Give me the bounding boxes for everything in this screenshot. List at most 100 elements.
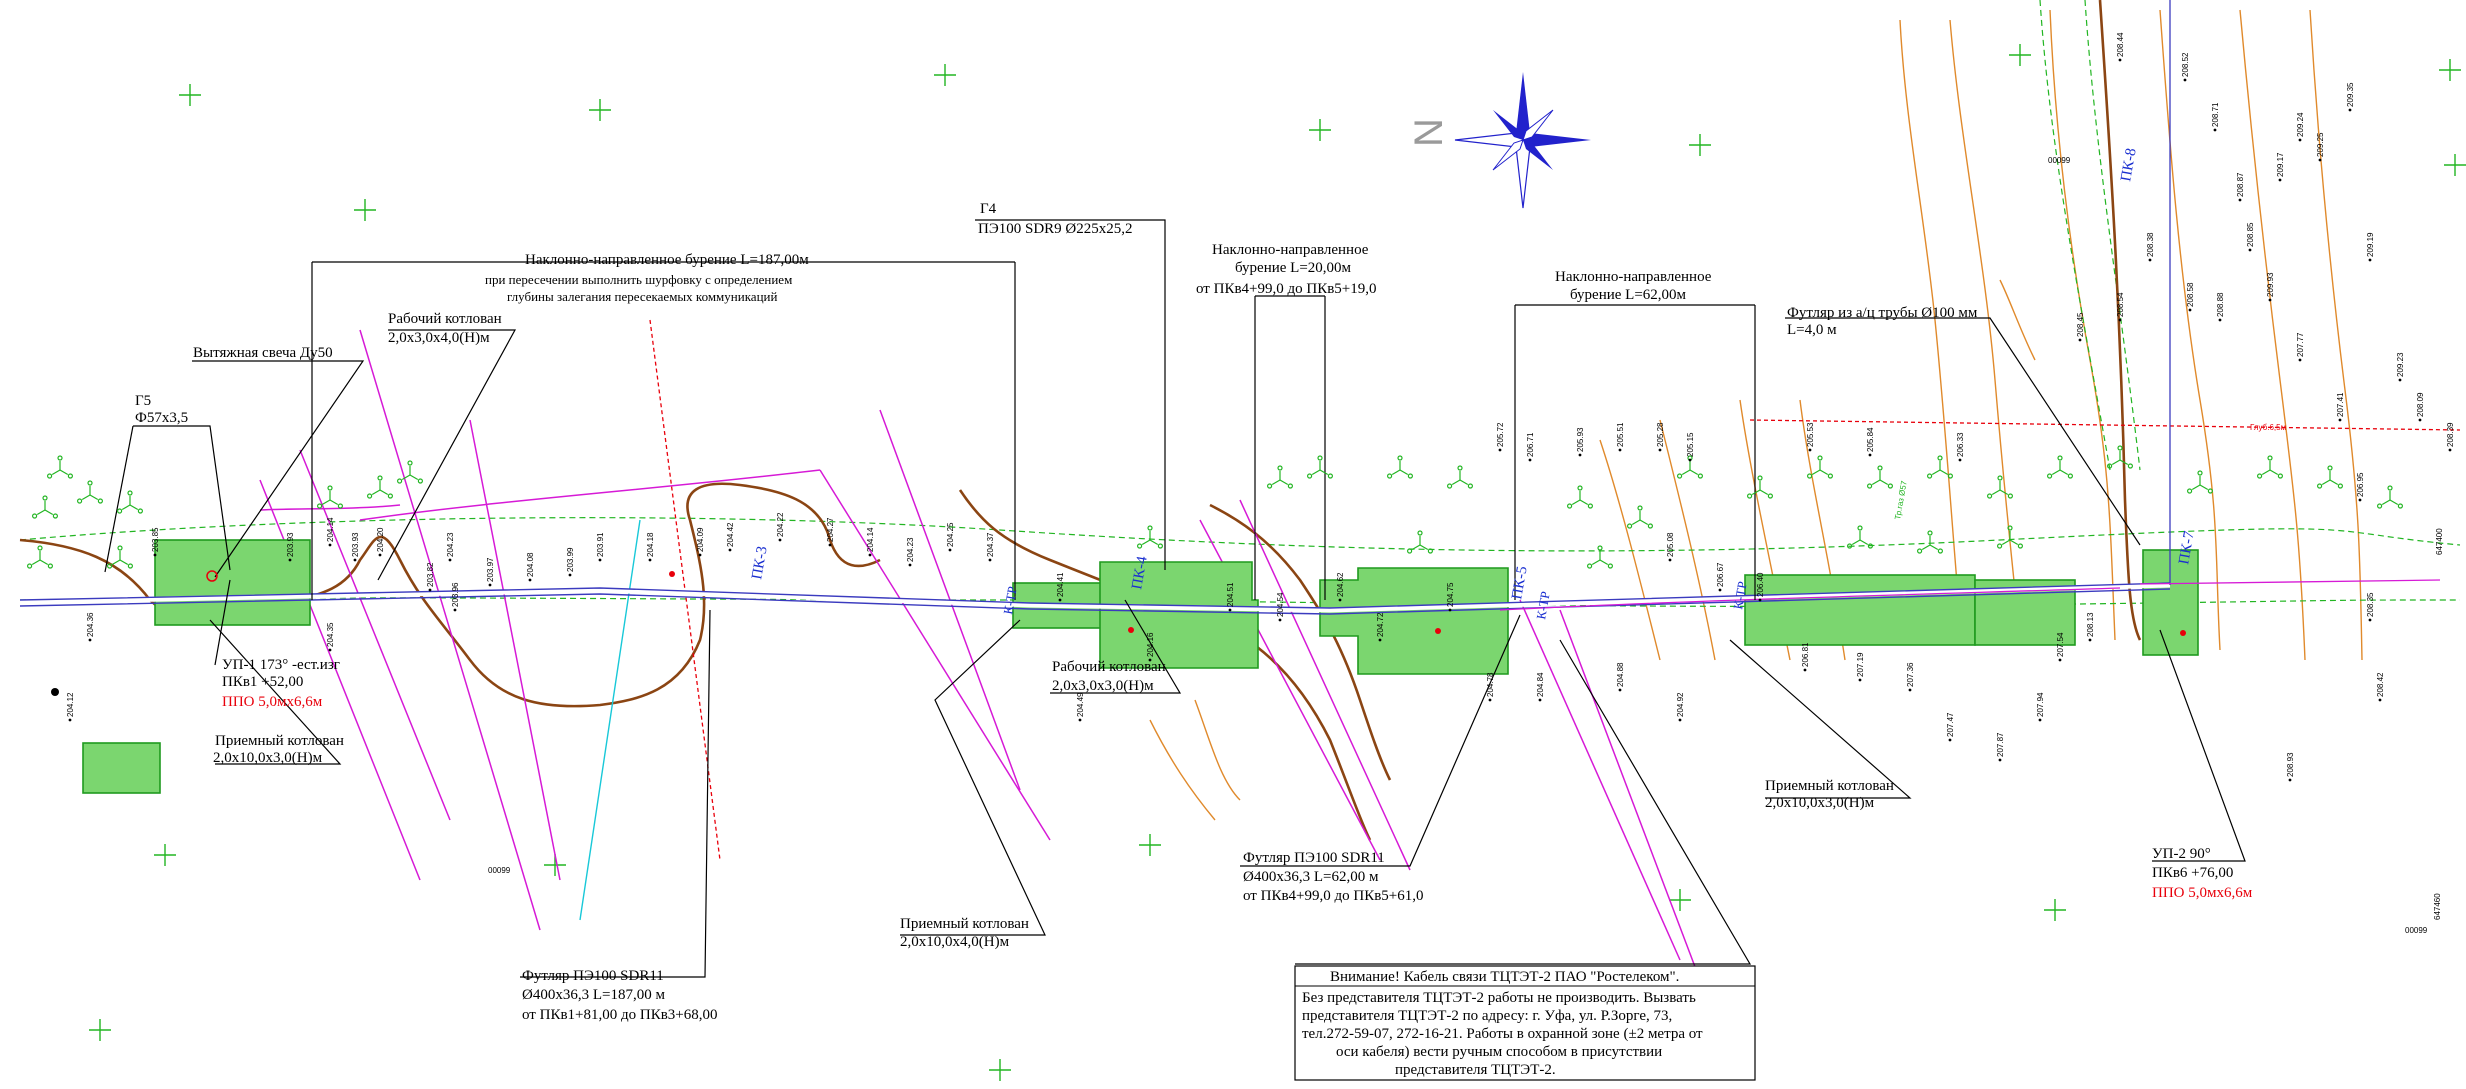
sleeve-ac-line2: L=4,0 м (1787, 322, 1837, 338)
elevation-value: 203.96 (451, 582, 460, 607)
elevation-value: 209.35 (2346, 82, 2355, 107)
elevation-value: 209.24 (2296, 112, 2305, 137)
elevation-value: 208.93 (2286, 752, 2295, 777)
elevation-value: 208.58 (2186, 282, 2195, 307)
tree-symbol (2257, 455, 2283, 479)
elevation-value: 209.17 (2276, 152, 2285, 177)
tree-symbol (367, 475, 393, 499)
elevation-dot (1958, 458, 1962, 462)
picket-pk8: ПК-8 (2118, 147, 2140, 183)
up1-line2: ПКв1 +52,00 (222, 674, 303, 690)
elevation-value: 204.23 (446, 532, 455, 557)
picket-pk3: ПК-3 (749, 545, 771, 581)
red-dashed-lines (649, 319, 2461, 861)
pit-pk5 (1319, 567, 1509, 675)
elevation-value: 205.72 (1496, 422, 1505, 447)
elevation-dot (1658, 448, 1662, 452)
magenta-utility-lines (259, 329, 1701, 981)
elevation-dot (1228, 608, 1232, 612)
hdd1-line3: глубины залегания пересекаемых коммуника… (507, 289, 777, 304)
elevation-value: 207.36 (1906, 662, 1915, 687)
elevation-dot (2183, 78, 2187, 82)
elevation-dot (1338, 598, 1342, 602)
elevation-dot (778, 538, 782, 542)
elevation-value: 204.27 (826, 517, 835, 542)
tree-symbol (2317, 465, 2343, 489)
elevation-value: 206.67 (1716, 562, 1725, 587)
elevation-dot (828, 543, 832, 547)
survey-cross (934, 64, 956, 86)
tree-symbol (117, 490, 143, 514)
elevation-dot (453, 608, 457, 612)
elevation-dot (2288, 778, 2292, 782)
sleeve1-line3: от ПКв1+81,00 до ПКв3+68,00 (522, 1007, 718, 1023)
tree-symbol (1307, 455, 1333, 479)
elevation-dot (488, 583, 492, 587)
picket-ktr3: К-ТР (1730, 580, 1750, 610)
elevation-value: 204.42 (726, 522, 735, 547)
elevation-value: 204.09 (696, 527, 705, 552)
elevation-value: 205.51 (1616, 422, 1625, 447)
elevation-value: 204.14 (866, 527, 875, 552)
tree-symbol (1807, 455, 1833, 479)
grid-code-3: 00099 (2405, 926, 2428, 935)
tree-symbols (27, 445, 2403, 569)
elevation-dot (598, 558, 602, 562)
elevation-dot (648, 558, 652, 562)
elevation-dot (1278, 618, 1282, 622)
elevation-dot (1378, 638, 1382, 642)
elevation-value: 204.37 (986, 532, 995, 557)
elevation-dot (1618, 688, 1622, 692)
tree-symbol (1387, 455, 1413, 479)
elevation-dot (2118, 318, 2122, 322)
elevation-dot (1718, 588, 1722, 592)
elevation-dot (1538, 698, 1542, 702)
elevation-value: 208.85 (2246, 222, 2255, 247)
elevation-dot (1488, 698, 1492, 702)
survey-cross (354, 199, 376, 221)
elevation-dot (428, 588, 432, 592)
elevation-value: 204.36 (86, 612, 95, 637)
survey-cross (2009, 44, 2031, 66)
tree-symbol (2047, 455, 2073, 479)
elevation-dot (1448, 608, 1452, 612)
elevation-dot (2368, 258, 2372, 262)
elevation-dot (1868, 453, 1872, 457)
pit-recv-right (1744, 574, 1976, 646)
elevation-dot (1148, 658, 1152, 662)
survey-cross (1689, 134, 1711, 156)
elevation-value: 207.19 (1856, 652, 1865, 677)
sleeve2-line1: Футляр ПЭ100 SDR11 (1243, 850, 1385, 866)
elevation-dot (2058, 658, 2062, 662)
elevation-value: 206.40 (1756, 572, 1765, 597)
elevation-value: 208.45 (2076, 312, 2085, 337)
survey-cross (154, 844, 176, 866)
tree-symbol (1627, 505, 1653, 529)
picket-pk7: ПК-7 (2176, 530, 2198, 566)
survey-cross (89, 1019, 111, 1041)
north-arrow (1454, 72, 1591, 209)
leader-lines (104, 219, 2246, 978)
up1-line1: УП-1 173° -ест.изг (222, 657, 340, 673)
elevation-value: 208.39 (2446, 422, 2455, 447)
tree-symbol (1867, 465, 1893, 489)
recv-right-size: 2,0х10,0х3,0(Н)м (1765, 795, 1875, 811)
notice-line4: тел.272-59-07, 272-16-21. Работы в охран… (1302, 1026, 1703, 1042)
elevation-dot (528, 578, 532, 582)
elevation-value: 207.94 (2036, 692, 2045, 717)
up2-line2: ПКв6 +76,00 (2152, 865, 2233, 881)
elevation-dot (2238, 198, 2242, 202)
elevation-value: 207.41 (2336, 392, 2345, 417)
elevation-dot (378, 553, 382, 557)
recv-mid-title: Приемный котлован (900, 916, 1029, 932)
elevation-dot (728, 548, 732, 552)
tree-symbol (1137, 525, 1163, 549)
elevation-dot (2213, 128, 2217, 132)
elevation-dot (2248, 248, 2252, 252)
elevation-value: 204.54 (1276, 592, 1285, 617)
survey-cross (2439, 59, 2461, 81)
elevation-dot (2188, 308, 2192, 312)
elevation-value: 204.23 (906, 537, 915, 562)
notice-line5: оси кабеля) вести ручным способом в прис… (1336, 1044, 1662, 1060)
